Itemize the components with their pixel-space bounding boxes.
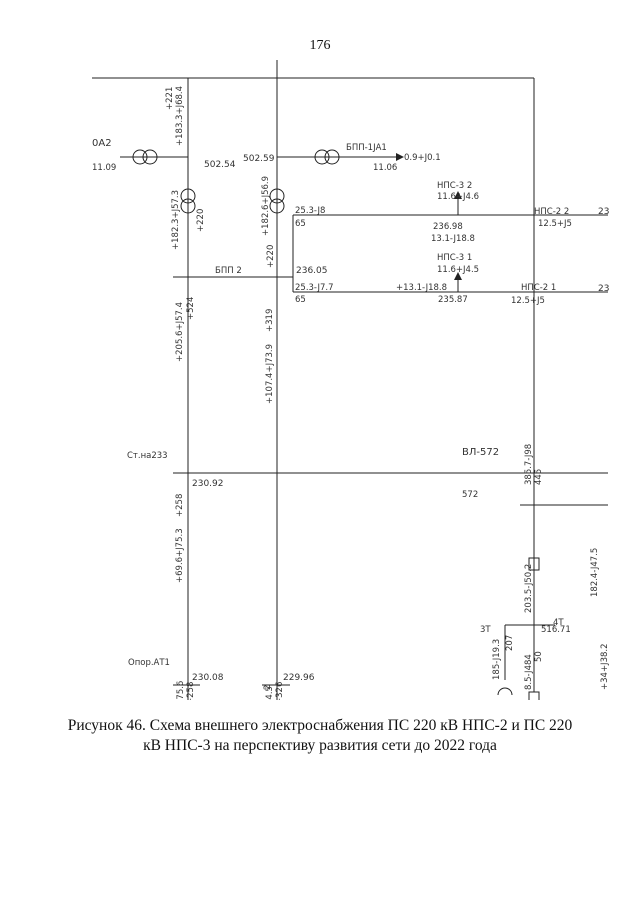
top-left-flow: +183.3+J68.4 <box>175 86 185 146</box>
vl572-label: ВЛ-572 <box>462 447 499 458</box>
node-502-59: 502.59 <box>243 154 275 164</box>
node-3t: 3Т <box>480 625 491 635</box>
breaker-upper-icon <box>528 557 540 571</box>
node-229-96: 229.96 <box>283 673 315 683</box>
top-left-node: +221 <box>165 87 175 110</box>
far-right-flow: 182.4-J47.5 <box>590 548 600 597</box>
bpp2-label: БПП 2 <box>215 266 242 276</box>
middle-transformer-icon <box>269 188 285 214</box>
bottom-left-node: +258 <box>186 682 196 700</box>
node-4t: 4Т <box>553 618 564 628</box>
nps3-1-arrow-icon <box>454 272 462 280</box>
nps3-2-load: 11.6+J4.6 <box>437 192 479 202</box>
mid-line-flow: +107.4+J73.9 <box>265 344 275 404</box>
left-line-node: +524 <box>186 297 196 320</box>
left-trafo-node: +220 <box>196 209 206 232</box>
oa2-voltage: 11.09 <box>92 163 116 173</box>
node-230-08: 230.08 <box>192 673 224 683</box>
vl572-node: 445 <box>534 469 544 485</box>
breaker-lower-icon <box>528 691 540 700</box>
left-trafo-flow: +182.3+J57.3 <box>171 190 181 250</box>
t3-flow: 185-J19.3 <box>492 639 502 680</box>
bpp-transformer-icon <box>314 149 340 165</box>
left-transformer-icon <box>180 188 196 214</box>
nps3-1-value: 235.87 <box>438 295 468 305</box>
mid-line-node: +319 <box>265 309 275 332</box>
line-upper-flow: 25.3-J8 <box>295 206 325 216</box>
right-mid-flow: 203.5-J50.2 <box>524 564 534 613</box>
t4-flow: 8.5-J484 <box>524 654 534 690</box>
node-502-54: 502.54 <box>204 160 236 170</box>
line-lower-flow: 25.3-J7.7 <box>295 283 334 293</box>
oa2-label: 0А2 <box>92 138 112 149</box>
mid-trafo-flow: +182.6+J56.9 <box>261 176 271 236</box>
nps3-1-label: НПС-3 1 <box>437 253 472 263</box>
right-edge-23b: 23 <box>598 284 609 294</box>
right-edge-23a: 23 <box>598 207 609 217</box>
bottom-mid-node: +326 <box>275 682 285 700</box>
bpp-ua1-voltage: 11.06 <box>373 163 397 173</box>
node-230-92: 230.92 <box>192 479 224 489</box>
nps3-1-flow: +13.1-J18.8 <box>396 283 447 293</box>
t4-node: 50 <box>534 651 544 662</box>
vl572-flow: 385.7-J98 <box>524 444 534 485</box>
nps2-1-load: 12.5+J5 <box>511 296 545 306</box>
nps2-2-label: НПС-2 2 <box>534 207 569 217</box>
nps3-2-arrow-icon <box>454 191 462 199</box>
far-right-bottom: +34+J38.2 <box>600 644 610 691</box>
st-na233-label: Ст.на233 <box>127 451 168 461</box>
bpp-ua1-flow: 0.9+J0.1 <box>404 153 441 163</box>
page-number: 176 <box>309 38 331 53</box>
nps2-1-label: НПС-2 1 <box>521 283 556 293</box>
bpp-ua1-label: БПП-1ЈА1 <box>346 143 387 153</box>
bottom-mid-num: 2 <box>263 685 273 690</box>
node-516-71: 516.71 <box>541 625 571 635</box>
oa2-transformer-icon <box>132 149 158 165</box>
mid-trafo-node: +220 <box>266 245 276 268</box>
left-line-flow: +205.6+J57.4 <box>175 302 185 362</box>
line-lower-node: 65 <box>295 295 306 305</box>
bottom-left-flow: 175.6 <box>176 681 186 700</box>
t3-node: 207 <box>505 635 515 651</box>
bpp-arrow-icon <box>396 153 404 161</box>
nps3-2-flow: 13.1-J18.8 <box>431 234 475 244</box>
figure-caption: Рисунок 46. Схема внешнего электроснабже… <box>67 717 573 754</box>
left-bottom-flow: +69.6+J75.3 <box>175 528 185 583</box>
power-supply-schematic: 0А2 11.09 502.54 502.59 БПП-1ЈА1 11.06 0… <box>92 60 610 700</box>
t3-load-icon <box>497 687 513 696</box>
opor-at1-label: Опор.АТ1 <box>128 658 170 668</box>
left-bottom-node: +258 <box>175 494 185 517</box>
num-572: 572 <box>462 490 478 500</box>
node-236-05: 236.05 <box>296 266 328 276</box>
bottom-mid-flow: 24.5 <box>265 686 275 700</box>
nps3-2-label: НПС-3 2 <box>437 181 472 191</box>
nps3-2-value: 236.98 <box>433 222 463 232</box>
nps3-1-load: 11.6+J4.5 <box>437 265 479 275</box>
nps2-2-load: 12.5+J5 <box>538 219 572 229</box>
line-upper-node: 65 <box>295 219 306 229</box>
